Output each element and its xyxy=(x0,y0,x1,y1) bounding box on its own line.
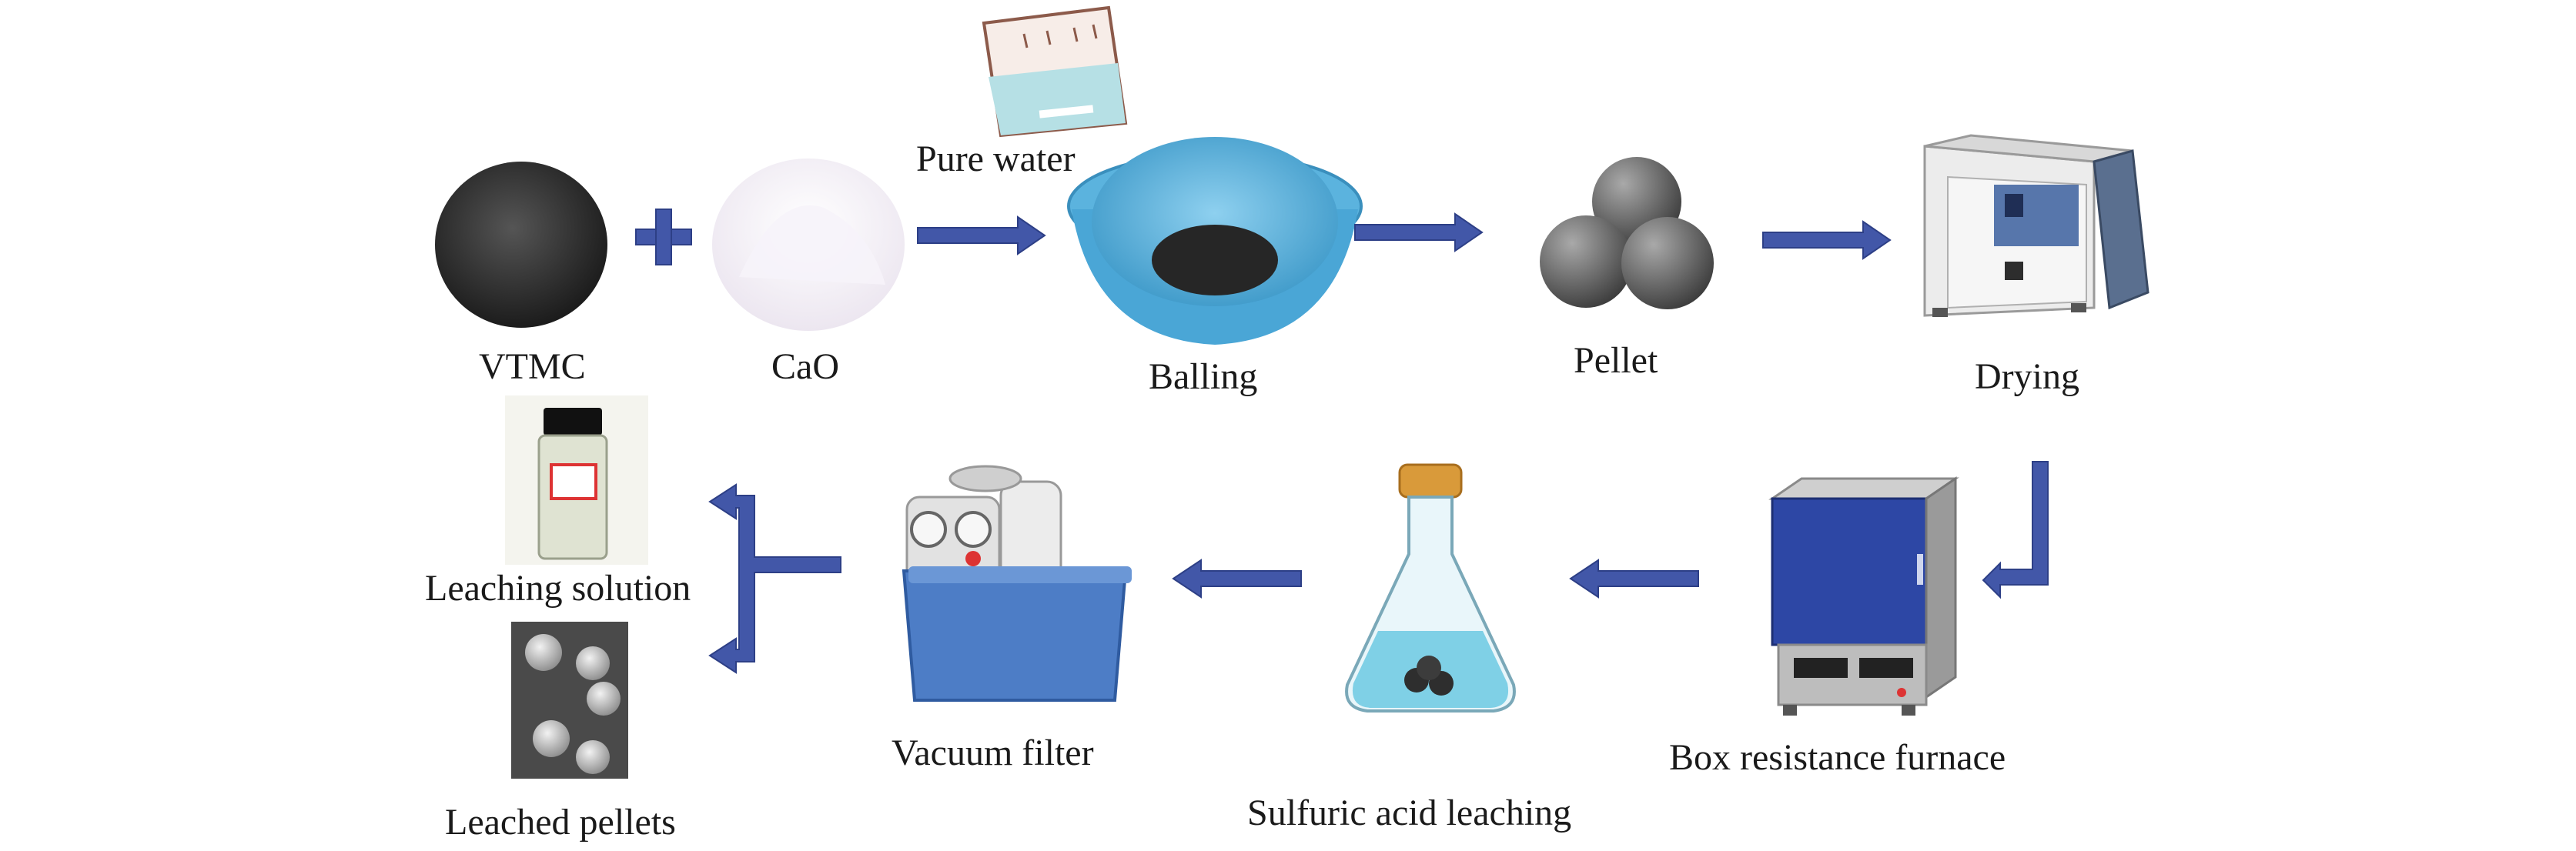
pure-water-label: Pure water xyxy=(916,138,1076,179)
arrow-to-leaching xyxy=(1569,559,1699,599)
furnace-label: Box resistance furnace xyxy=(1669,737,2006,778)
vtmc-powder-icon xyxy=(435,162,607,328)
beaker-icon xyxy=(982,5,1128,138)
bottle-icon xyxy=(505,395,648,565)
balling-label: Balling xyxy=(1149,356,1257,397)
arrow-to-drying xyxy=(1762,220,1892,260)
pellet-label: Pellet xyxy=(1574,340,1658,381)
filter-label: Vacuum filter xyxy=(892,733,1094,773)
arrow-to-furnace xyxy=(1982,461,2049,599)
leached-label: Leached pellets xyxy=(445,802,676,843)
cao-powder-icon xyxy=(712,159,905,331)
pellets-icon xyxy=(1540,157,1714,309)
arrow-to-filter xyxy=(1172,559,1302,599)
cao-label: CaO xyxy=(771,346,839,387)
drying-label: Drying xyxy=(1975,356,2079,397)
vtmc-label: VTMC xyxy=(479,346,586,387)
plus-icon xyxy=(635,209,692,265)
leaching-label: Sulfuric acid leaching xyxy=(1247,793,1571,833)
split-arrow xyxy=(708,483,841,674)
flask-icon xyxy=(1345,463,1516,713)
oven-icon xyxy=(1923,134,2149,317)
bowl-icon xyxy=(1067,137,1363,345)
muffle-furnace-icon xyxy=(1768,476,1959,716)
arrow-to-pellet xyxy=(1354,212,1484,252)
arrow-to-balling xyxy=(917,215,1046,255)
leached-pellets-icon xyxy=(511,622,628,779)
vacuum-pump-icon xyxy=(902,465,1132,702)
solution-label: Leaching solution xyxy=(425,568,691,609)
